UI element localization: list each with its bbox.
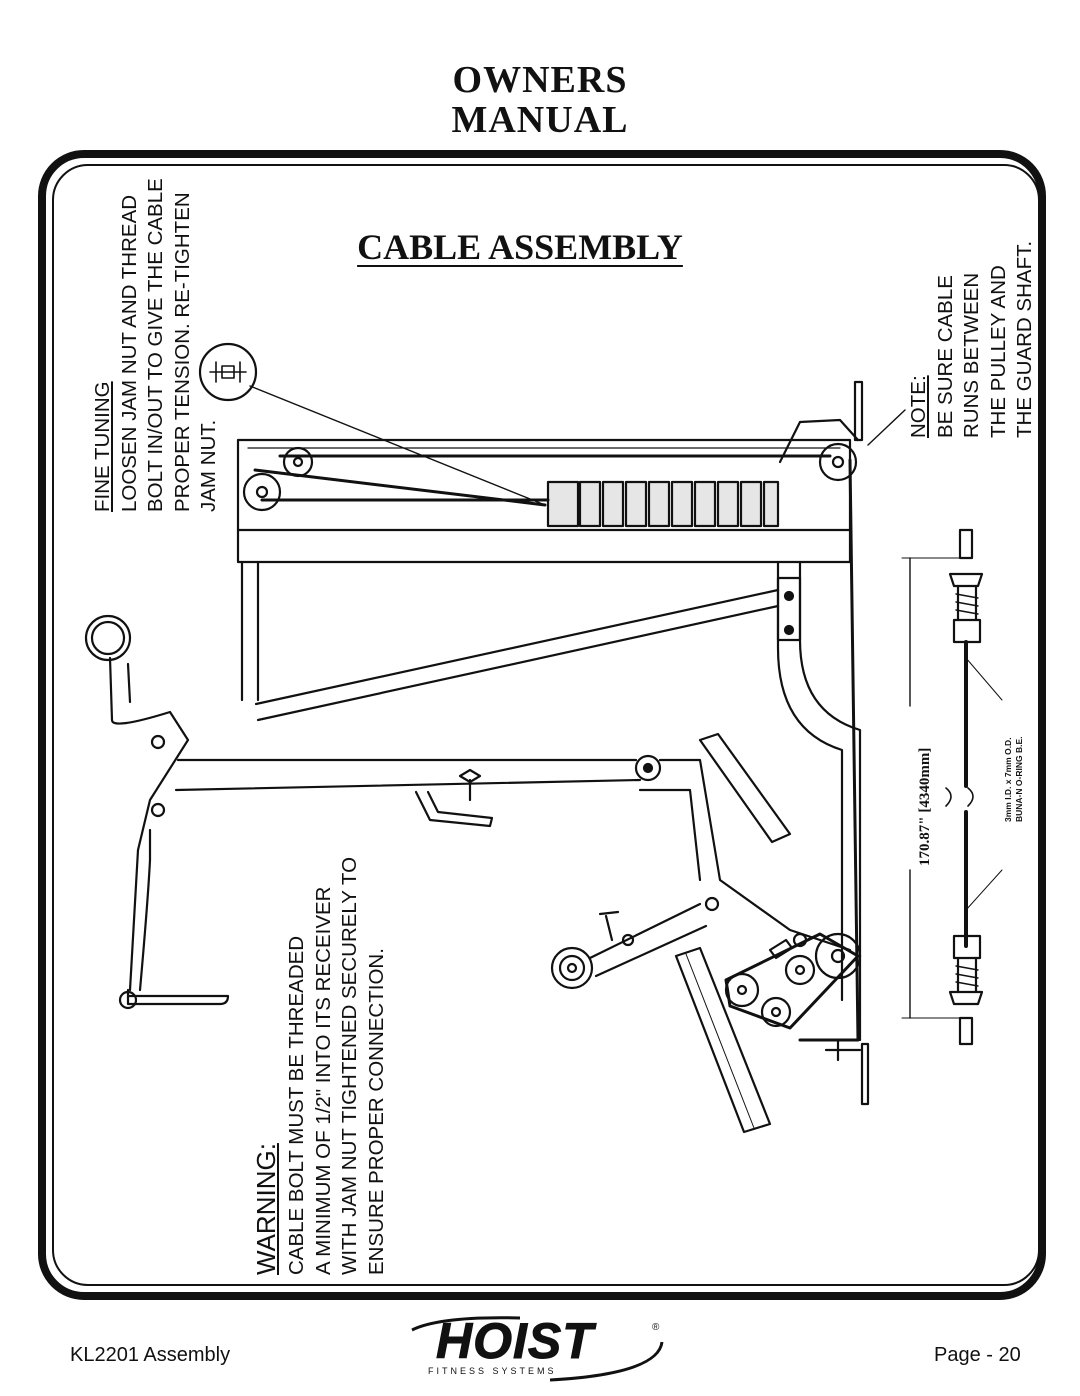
section-title: CABLE ASSEMBLY [357, 227, 683, 267]
fine-tuning-line: LOOSEN JAM NUT AND THREAD [117, 194, 141, 512]
cable-spec-drawing [901, 528, 1003, 1046]
logo-swoosh [411, 1316, 664, 1382]
hoist-logo: HOIST ® FITNESS SYSTEMS [400, 1312, 670, 1392]
logo-registered-mark: ® [652, 1322, 660, 1333]
header-line-1: OWNERS [452, 59, 628, 101]
note-line: RUNS BETWEEN [960, 272, 983, 438]
pulley-top-left-1 [282, 446, 314, 478]
warning-line: ENSURE PROPER CONNECTION. [364, 948, 388, 1275]
fine-tuning-detail [198, 342, 258, 402]
oring-spec-line: 3mm I.D. x 7mm O.D. [1003, 737, 1013, 822]
warning-line: CABLE BOLT MUST BE THREADED [285, 935, 308, 1275]
pulley-top-left-2 [242, 472, 282, 512]
cable-run [253, 454, 860, 1042]
warning-line: WITH JAM NUT TIGHTENED SECURELY TO [338, 856, 361, 1275]
warning-note: WARNING: CABLE BOLT MUST BE THREADED A M… [250, 857, 390, 1275]
main-upright [776, 560, 844, 1002]
fine-tuning-line: PROPER TENSION. RE-TIGHTEN [170, 192, 194, 512]
diagram-frame-outer [38, 150, 1046, 1300]
cable-length-dimension: 170.87" [4340mm] [917, 747, 933, 866]
weight-stack [546, 480, 780, 528]
header-line-2: MANUAL [451, 99, 629, 141]
note-line: THE GUARD SHAFT. [1013, 240, 1036, 438]
pivot-mid [634, 754, 662, 782]
seat-pad [674, 946, 772, 1134]
fine-tuning-heading: FINE TUNING [91, 381, 114, 512]
fine-tuning-line: BOLT IN/OUT TO GIVE THE CABLE [144, 178, 167, 512]
logo-subtitle: FITNESS SYSTEMS [428, 1366, 557, 1376]
oring-spec-line: BUNA-N O-RING B.E. [1014, 736, 1024, 822]
fine-tuning-line: JAM NUT. [197, 419, 220, 512]
pulley-top-right [818, 442, 858, 482]
manual-header: OWNERS MANUAL [0, 60, 1080, 140]
foot-plate [698, 732, 792, 844]
logo-wordmark: HOIST [436, 1313, 594, 1370]
diagram-frame-inner [52, 164, 1040, 1286]
leg-press-arm [658, 758, 852, 952]
left-arm [108, 656, 190, 992]
footer-assembly-label: KL2201 Assembly [70, 1344, 231, 1366]
note-line: BE SURE CABLE [933, 275, 957, 438]
note-line: THE PULLEY AND [986, 265, 1010, 438]
oring-spec: 3mm I.D. x 7mm O.D. BUNA-N O-RING B.E. [1003, 737, 1025, 822]
warning-line: A MINIMUM OF 1/2" INTO ITS RECEIVER [311, 886, 335, 1275]
roller-pad [550, 946, 594, 990]
lower-pulleys [724, 932, 862, 1030]
page-number: Page - 20 [934, 1344, 1021, 1366]
bottom-handle [126, 988, 230, 1006]
fine-tuning-note: FINE TUNING LOOSEN JAM NUT AND THREAD BO… [90, 178, 223, 512]
note-heading: NOTE: [907, 375, 930, 438]
cable-routing-note: NOTE: BE SURE CABLE RUNS BETWEEN THE PUL… [906, 241, 1039, 438]
left-handle-ring [84, 614, 132, 662]
warning-heading: WARNING: [251, 1143, 281, 1275]
